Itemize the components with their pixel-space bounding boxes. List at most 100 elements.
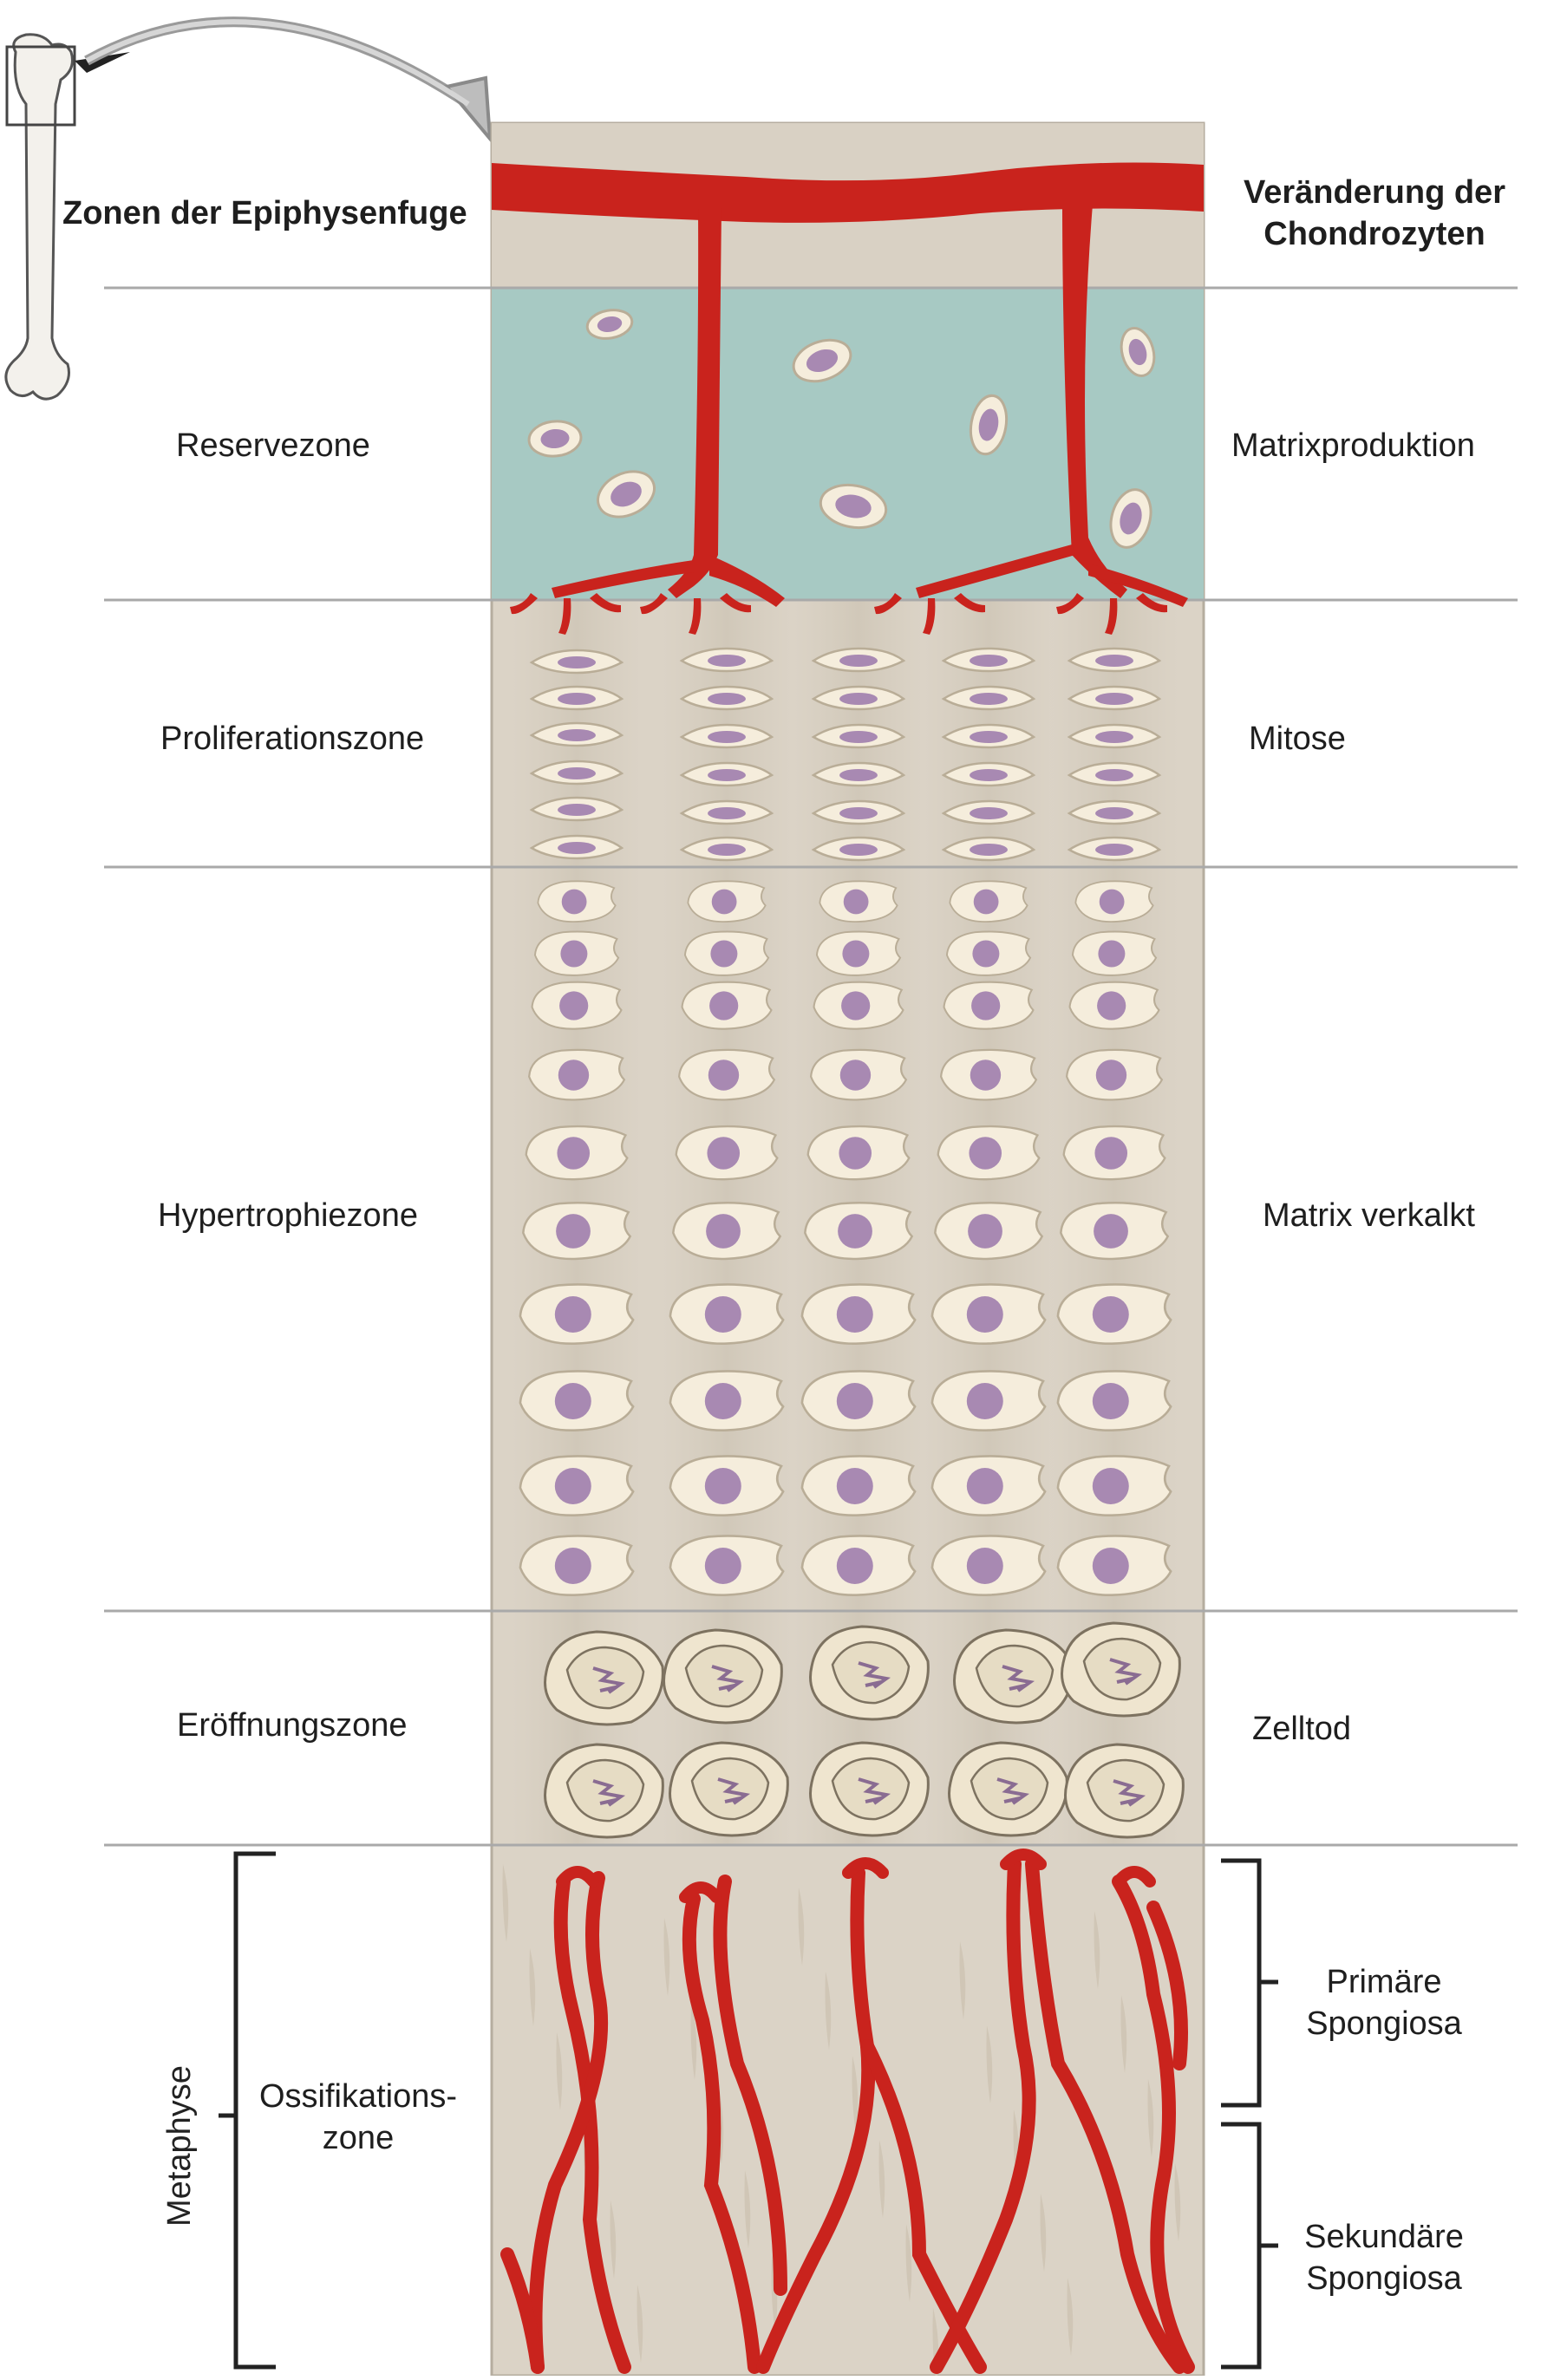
ossification-blood-vessel <box>1112 1875 1195 2374</box>
hypertrophic-chondrocyte <box>800 1455 917 1516</box>
proliferating-chondrocyte <box>679 799 774 825</box>
proliferating-chondrocyte <box>529 760 624 786</box>
reserve-chondrocyte <box>1120 327 1156 377</box>
hypertrophic-chondrocyte <box>945 930 1032 976</box>
hypertrophic-chondrocyte <box>930 1535 1047 1596</box>
bone-trabecula <box>1094 1911 1100 1989</box>
zone-reserve-change: Matrixproduktion <box>1231 427 1475 464</box>
proliferating-chondrocyte <box>811 723 906 749</box>
hypertrophic-chondrocyte <box>804 1202 914 1261</box>
ossification-blood-vessel <box>930 1857 1036 2374</box>
hypertrophic-chondrocyte <box>675 1125 779 1181</box>
vessel-loop <box>679 1881 722 1903</box>
zone-proliferation-label: Proliferationszone <box>160 721 425 757</box>
proliferating-chondrocyte <box>679 685 774 711</box>
hypertrophic-chondrocyte <box>819 880 898 923</box>
femur-bone-icon <box>4 33 130 401</box>
hypertrophic-chondrocyte <box>519 1283 635 1345</box>
hypertrophic-chondrocyte <box>533 930 620 976</box>
hypertrophic-chondrocyte <box>669 1370 785 1431</box>
degenerating-chondrocyte <box>1061 1621 1181 1718</box>
hypertrophic-chondrocyte <box>1071 930 1158 976</box>
bone-trabecula <box>959 1941 966 2019</box>
degenerating-chondrocyte <box>809 1625 930 1721</box>
hypertrophic-chondrocyte <box>681 981 773 1030</box>
bone-trabecula <box>637 2285 643 2363</box>
hypertrophic-chondrocyte <box>1066 1048 1164 1101</box>
secondary-spongiosa-line1: Sekundäre <box>1304 2219 1464 2255</box>
proliferating-chondrocyte <box>1067 836 1162 862</box>
bone-trabecula <box>1120 1995 1127 2073</box>
bone-trabecula <box>825 1972 832 2050</box>
ossification-blood-vessel <box>756 1866 876 2374</box>
hypertrophic-chondrocyte <box>1056 1370 1172 1431</box>
bone-trabecula <box>610 2201 617 2279</box>
hypertrophic-chondrocyte <box>810 1048 908 1101</box>
ossification-blood-vessel <box>553 1875 631 2374</box>
proliferating-chondrocyte <box>529 685 624 711</box>
ossification-label-line1: Ossifikations- <box>258 2078 458 2115</box>
zone-opening-label: Eröffnungszone <box>177 1707 408 1744</box>
degenerating-chondrocyte <box>544 1743 664 1839</box>
hypertrophic-chondrocyte <box>525 1125 629 1181</box>
zone-hypertrophy-label: Hypertrophiezone <box>158 1197 418 1234</box>
bone-trabecula <box>690 2002 697 2080</box>
hypertrophic-chondrocyte <box>813 981 904 1030</box>
hypertrophic-chondrocyte <box>522 1202 632 1261</box>
hypertrophic-chondrocyte <box>930 1455 1047 1516</box>
hypertrophic-chondrocyte <box>1060 1202 1170 1261</box>
vessel-loop <box>1000 1849 1047 1870</box>
vessel-root <box>1056 593 1167 635</box>
bone-trabecula <box>986 2025 993 2103</box>
secondary-spongiosa-line2: Spongiosa <box>1306 2260 1462 2297</box>
left-column-title: Zonen der Epiphysenfuge <box>62 195 467 231</box>
hypertrophic-chondrocyte <box>669 1283 785 1345</box>
zone-hypertrophy-change: Matrix verkalkt <box>1263 1197 1475 1234</box>
proliferating-chondrocyte <box>529 796 624 822</box>
metaphyse-label: Metaphyse <box>161 2065 198 2227</box>
proliferating-chondrocyte <box>811 799 906 825</box>
bone-trabecula <box>1174 2163 1181 2241</box>
hypertrophic-chondrocyte <box>531 981 623 1030</box>
hypertrophic-chondrocyte <box>687 880 767 923</box>
primary-spongiosa-line2: Spongiosa <box>1306 2005 1462 2042</box>
hypertrophic-chondrocyte <box>800 1283 917 1345</box>
hypertrophic-chondrocyte <box>1056 1455 1172 1516</box>
bone-trabecula <box>556 2032 563 2110</box>
curved-arrow-icon <box>84 16 493 145</box>
hypertrophic-chondrocyte <box>519 1535 635 1596</box>
ossification-blood-vessel <box>1025 1857 1186 2374</box>
degenerating-chondrocyte <box>809 1741 930 1837</box>
hypertrophic-chondrocyte <box>930 1283 1047 1345</box>
hypertrophic-chondrocyte <box>678 1048 776 1101</box>
right-column-title-line2: Chondrozyten <box>1263 216 1485 252</box>
proliferating-chondrocyte <box>941 799 1036 825</box>
ossification-blood-vessel <box>1146 1901 1188 2070</box>
vessel-loop <box>842 1857 889 1879</box>
zone-opening-change: Zelltod <box>1252 1711 1352 1747</box>
degenerating-chondrocyte <box>1064 1743 1185 1839</box>
hypertrophic-chondrocyte <box>1056 1535 1172 1596</box>
hypertrophic-chondrocyte <box>537 880 617 923</box>
ossification-blood-vessel <box>682 1892 761 2374</box>
hypertrophic-chondrocyte <box>815 930 902 976</box>
hypertrophic-chondrocyte <box>519 1370 635 1431</box>
degenerating-chondrocyte <box>663 1628 783 1725</box>
metaphyse-bracket <box>219 1851 276 2370</box>
hypertrophic-chondrocyte <box>669 1455 785 1516</box>
hypertrophic-chondrocyte <box>669 1535 785 1596</box>
bone-trabecula <box>798 1888 805 1966</box>
proliferating-chondrocyte <box>1067 799 1162 825</box>
ossification-blood-vessel <box>500 2247 545 2374</box>
hypertrophic-chondrocyte <box>940 1048 1038 1101</box>
proliferating-chondrocyte <box>679 836 774 862</box>
hypertrophic-chondrocyte <box>934 1202 1044 1261</box>
proliferating-chondrocyte <box>529 721 624 747</box>
proliferating-chondrocyte <box>811 647 906 673</box>
proliferating-chondrocyte <box>941 723 1036 749</box>
degenerating-chondrocyte <box>953 1628 1074 1725</box>
hypertrophic-chondrocyte <box>930 1370 1047 1431</box>
proliferating-chondrocyte <box>1067 723 1162 749</box>
